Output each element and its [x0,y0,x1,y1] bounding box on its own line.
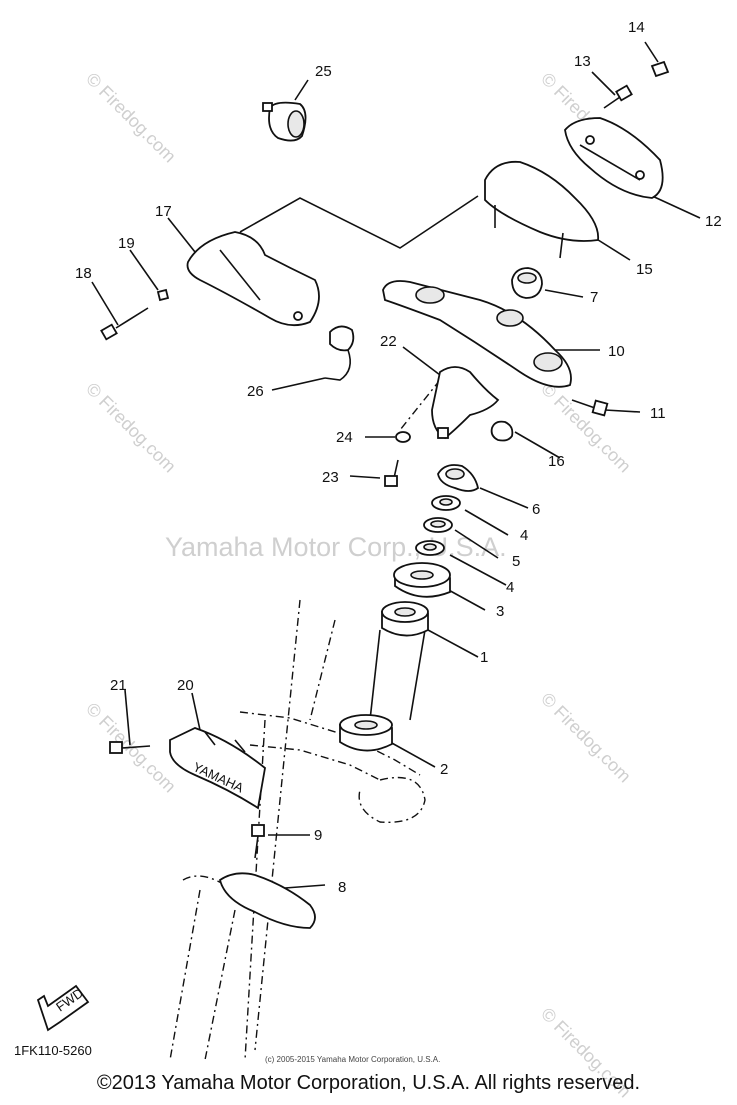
part-7-steering-nut[interactable] [511,267,543,299]
label-7: 7 [590,289,598,306]
watermark-mid-left: © Firedog.com [82,379,180,477]
label-2: 2 [440,761,448,778]
part-20-lower-bracket[interactable]: YAMAHA [169,727,266,810]
part-21-bolt[interactable] [109,741,151,754]
label-19: 19 [118,235,135,252]
label-18: 18 [75,265,92,282]
label-15: 15 [636,261,653,278]
label-26: 26 [247,383,264,400]
footer-copyright: ©2013 Yamaha Motor Corporation, U.S.A. A… [96,1072,641,1094]
part-6-lock-washer[interactable] [437,464,480,492]
part-labels: 1 2 3 4 4 5 6 7 8 9 10 11 12 13 14 15 16… [75,19,722,896]
part-8-lower-cover[interactable] [218,872,316,929]
label-14: 14 [628,19,645,36]
label-13: 13 [574,53,591,70]
part-14-cap[interactable] [650,60,670,78]
label-9: 9 [314,827,322,844]
part-15-lower-holder[interactable] [484,160,599,259]
part-3-bearing-cover[interactable] [393,562,451,598]
part-2-lower-bearing[interactable] [339,714,393,752]
watermark-top-left: © Firedog.com [82,69,180,167]
part-1-upper-bearing[interactable] [381,601,429,637]
label-10: 10 [608,343,625,360]
watermark-lower-right: © Firedog.com [537,689,635,787]
part-23-screw[interactable] [384,459,399,487]
part-17-cover-bracket[interactable] [186,231,320,327]
label-3: 3 [496,603,504,620]
label-25: 25 [315,63,332,80]
part-4-ring-nut-lower[interactable] [415,540,445,556]
part-25-damper[interactable] [262,101,307,142]
part-22-cable-guide[interactable] [431,366,500,440]
watermark-center: Yamaha Motor Corp., U.S.A. [165,532,507,562]
fwd-arrow: FWD [36,984,90,1032]
part-19-washer[interactable] [156,288,170,302]
label-6: 6 [532,501,540,518]
part-4-ring-nut-upper[interactable] [431,495,461,511]
label-24: 24 [336,429,353,446]
frame-outline [169,599,426,1061]
label-5: 5 [512,553,520,570]
label-20: 20 [177,677,194,694]
part-26-wire-clip[interactable] [324,325,355,381]
label-4a: 4 [520,527,528,544]
small-copyright: (c) 2005-2015 Yamaha Motor Corporation, … [265,1055,440,1064]
label-23: 23 [322,469,339,486]
part-9-bolt[interactable] [251,824,265,859]
label-11: 11 [650,405,666,422]
label-8: 8 [338,879,346,896]
label-21: 21 [110,677,127,694]
part-16-nut[interactable] [490,420,514,442]
label-16: 16 [548,453,565,470]
part-10-upper-bracket[interactable] [382,280,572,388]
label-12: 12 [705,213,722,230]
leader-lines [91,41,701,889]
label-22: 22 [380,333,397,350]
label-4b: 4 [506,579,514,596]
label-17: 17 [155,203,172,220]
part-11-pinch-bolt[interactable] [571,399,609,417]
part-18-bolt[interactable] [100,307,149,341]
label-1: 1 [480,649,488,666]
part-24-washer[interactable] [395,431,411,443]
part-13-bolt[interactable] [603,84,633,109]
part-12-upper-holder[interactable] [564,117,664,199]
part-5-washer[interactable] [423,517,453,533]
part-code: 1FK110-5260 [14,1043,92,1058]
